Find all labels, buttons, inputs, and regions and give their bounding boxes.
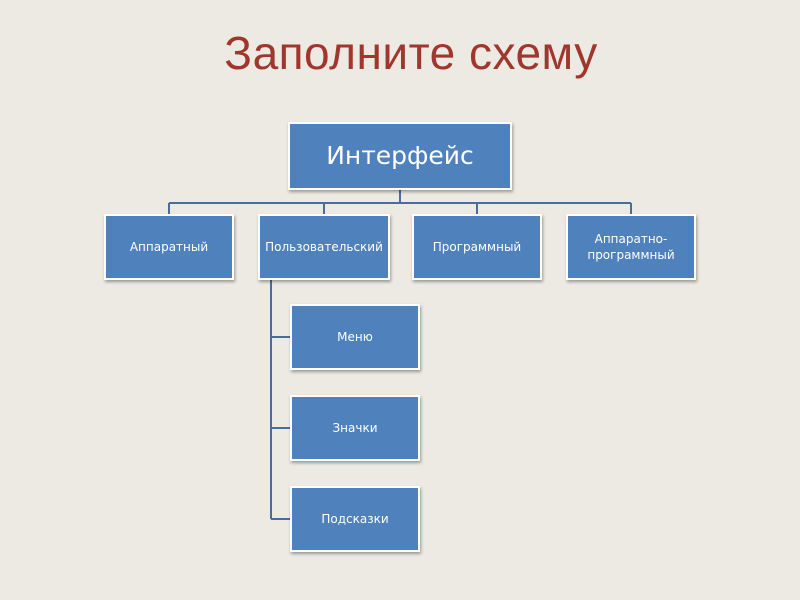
- node-hardware-software: Аппаратно- программный: [566, 214, 696, 280]
- node-hardware: Аппаратный: [104, 214, 234, 280]
- node-hints-label: Подсказки: [321, 512, 389, 526]
- node-hints: Подсказки: [290, 486, 420, 552]
- node-user: Пользовательский: [258, 214, 390, 280]
- node-hardware-label: Аппаратный: [129, 240, 209, 254]
- node-software: Программный: [412, 214, 542, 280]
- node-hardware-software-label: Аппаратно- программный: [587, 232, 675, 262]
- node-menu: Меню: [290, 304, 420, 370]
- node-interface-label: Интерфейс: [326, 141, 474, 170]
- slide-title: Заполните схему: [224, 27, 598, 79]
- node-menu-label: Меню: [337, 330, 373, 344]
- node-user-label: Пользовательский: [265, 240, 383, 254]
- node-icons-label: Значки: [332, 421, 378, 435]
- node-icons: Значки: [290, 395, 420, 461]
- node-interface: Интерфейс: [288, 122, 512, 190]
- node-software-label: Программный: [432, 240, 522, 254]
